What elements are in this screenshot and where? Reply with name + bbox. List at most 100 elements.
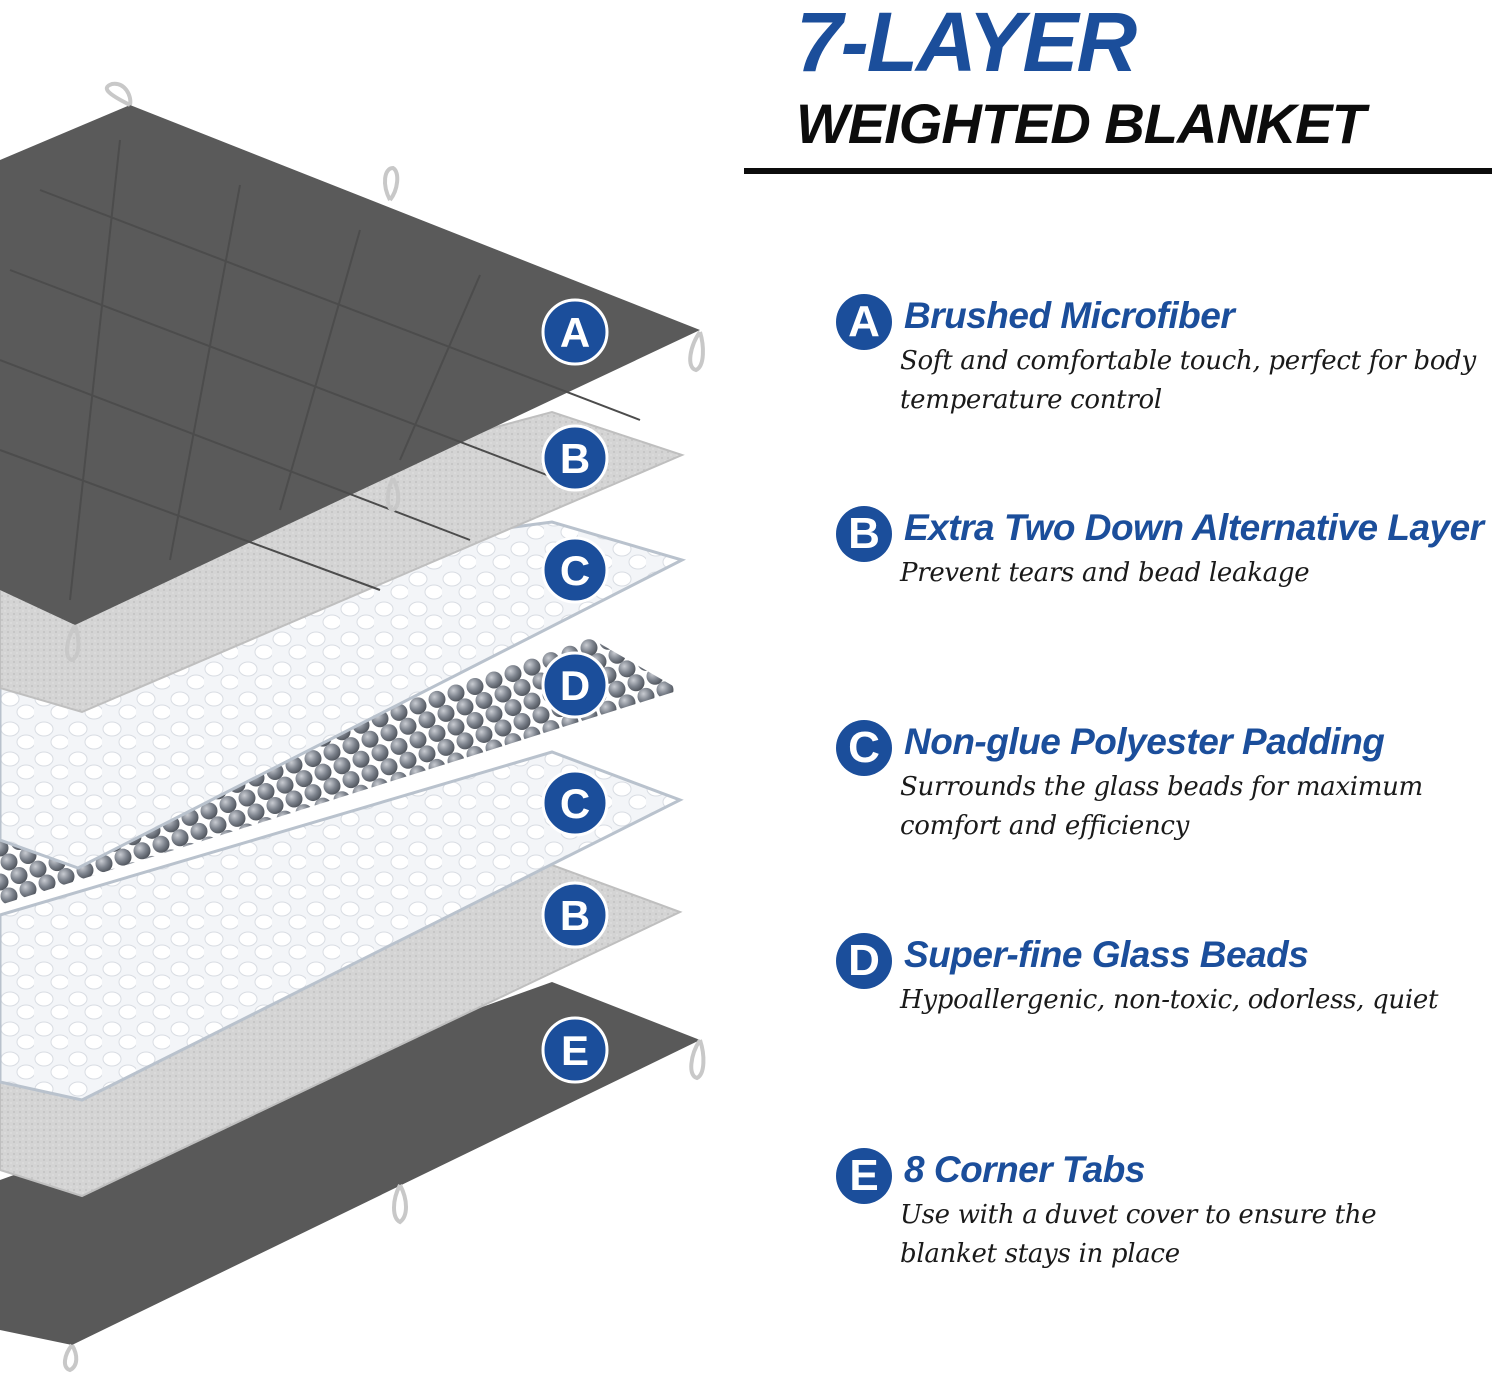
glass-bead xyxy=(361,764,379,782)
glass-bead xyxy=(618,694,636,712)
glass-bead xyxy=(456,698,474,716)
glass-bead xyxy=(114,848,132,866)
legend-title: 8 Corner Tabs xyxy=(904,1149,1145,1190)
glass-bead xyxy=(390,771,408,789)
glass-bead xyxy=(627,708,645,726)
diagram-badge-letter: D xyxy=(560,662,590,709)
glass-bead xyxy=(314,763,332,781)
glass-bead xyxy=(532,706,550,724)
glass-bead xyxy=(266,797,284,814)
diagram-badge-c: C xyxy=(541,769,609,837)
glass-bead xyxy=(599,632,617,650)
glass-bead xyxy=(10,867,28,885)
glass-bead xyxy=(466,746,484,763)
glass-bead xyxy=(314,797,332,815)
glass-bead xyxy=(209,816,227,834)
corner-tab xyxy=(392,1184,408,1225)
glass-bead xyxy=(352,750,370,768)
glass-bead xyxy=(665,695,680,713)
glass-bead xyxy=(361,730,379,748)
glass-bead xyxy=(152,835,170,853)
layer-a-microfiber xyxy=(0,105,700,625)
glass-bead xyxy=(333,791,351,809)
diagram-badge-letter: C xyxy=(560,547,590,594)
diagram-badge-d: D xyxy=(541,651,609,719)
glass-bead xyxy=(276,776,294,794)
glass-bead xyxy=(418,711,436,729)
legend-description: Use with a duvet cover to ensure the bla… xyxy=(900,1200,1377,1269)
diagram-badge-b: B xyxy=(541,424,609,492)
header-divider xyxy=(744,168,1492,174)
glass-bead xyxy=(608,680,626,698)
glass-bead xyxy=(447,684,465,702)
glass-bead xyxy=(0,873,9,891)
glass-bead xyxy=(428,724,446,742)
glass-bead xyxy=(38,874,56,892)
glass-bead xyxy=(0,853,18,871)
legend-badge: D xyxy=(836,933,892,989)
quilt-line xyxy=(69,139,121,601)
diagram-badge-letter: A xyxy=(560,309,590,356)
legend-title: Non-glue Polyester Padding xyxy=(904,721,1385,762)
glass-bead xyxy=(494,685,512,703)
layer-e-microfiber xyxy=(0,982,700,1345)
glass-bead xyxy=(399,751,417,769)
glass-bead xyxy=(627,742,645,760)
glass-bead xyxy=(542,720,560,738)
corner-tab xyxy=(63,1343,79,1373)
glass-bead xyxy=(29,860,47,878)
glass-bead xyxy=(352,784,370,802)
glass-bead xyxy=(57,868,75,886)
glass-bead xyxy=(437,738,455,756)
glass-bead xyxy=(428,758,446,776)
glass-bead xyxy=(447,718,465,736)
glass-bead xyxy=(665,632,680,645)
glass-bead xyxy=(637,721,655,739)
glass-bead xyxy=(466,712,484,729)
quilt-line xyxy=(39,189,641,421)
glass-bead xyxy=(238,823,256,841)
glass-bead xyxy=(95,855,113,873)
glass-bead xyxy=(656,681,674,699)
glass-bead xyxy=(637,632,655,637)
glass-bead xyxy=(589,721,607,739)
glass-bead xyxy=(380,724,398,742)
legend-title: Super-fine Glass Beads xyxy=(904,934,1309,975)
glass-bead xyxy=(447,752,465,770)
glass-bead xyxy=(323,777,341,795)
diagram-badge-b: B xyxy=(541,881,609,949)
corner-tab xyxy=(65,623,81,663)
glass-bead xyxy=(371,744,389,762)
corner-tabs xyxy=(63,81,706,1373)
legend-badge: A xyxy=(836,294,892,350)
diagram-badge-letter: B xyxy=(560,435,590,482)
glass-bead xyxy=(295,770,313,788)
quilt-line xyxy=(399,274,481,461)
glass-bead xyxy=(485,671,503,689)
glass-bead xyxy=(466,678,484,695)
glass-bead xyxy=(513,713,531,731)
glass-bead xyxy=(608,646,626,664)
glass-bead xyxy=(513,679,531,697)
glass-bead xyxy=(171,829,189,847)
glass-bead xyxy=(523,692,541,710)
glass-bead xyxy=(342,737,360,755)
glass-bead xyxy=(656,715,674,733)
corner-tab xyxy=(104,81,133,107)
page-title: 7-LAYER xyxy=(796,0,1137,89)
glass-bead xyxy=(333,757,351,775)
legend-title: Extra Two Down Alternative Layer xyxy=(904,507,1484,548)
glass-bead xyxy=(437,704,455,722)
diagram-badge-letter: E xyxy=(561,1027,589,1074)
corner-tab xyxy=(385,477,401,513)
glass-bead xyxy=(523,726,541,744)
diagram-badge-a: A xyxy=(541,298,609,366)
glass-bead xyxy=(618,660,636,678)
legend-description: Soft and comfortable touch, perfect for … xyxy=(900,346,1476,415)
glass-bead xyxy=(627,640,645,658)
glass-bead xyxy=(276,810,294,828)
glass-bead xyxy=(456,732,474,750)
glass-bead xyxy=(409,765,427,783)
legend-badge: B xyxy=(836,506,892,562)
